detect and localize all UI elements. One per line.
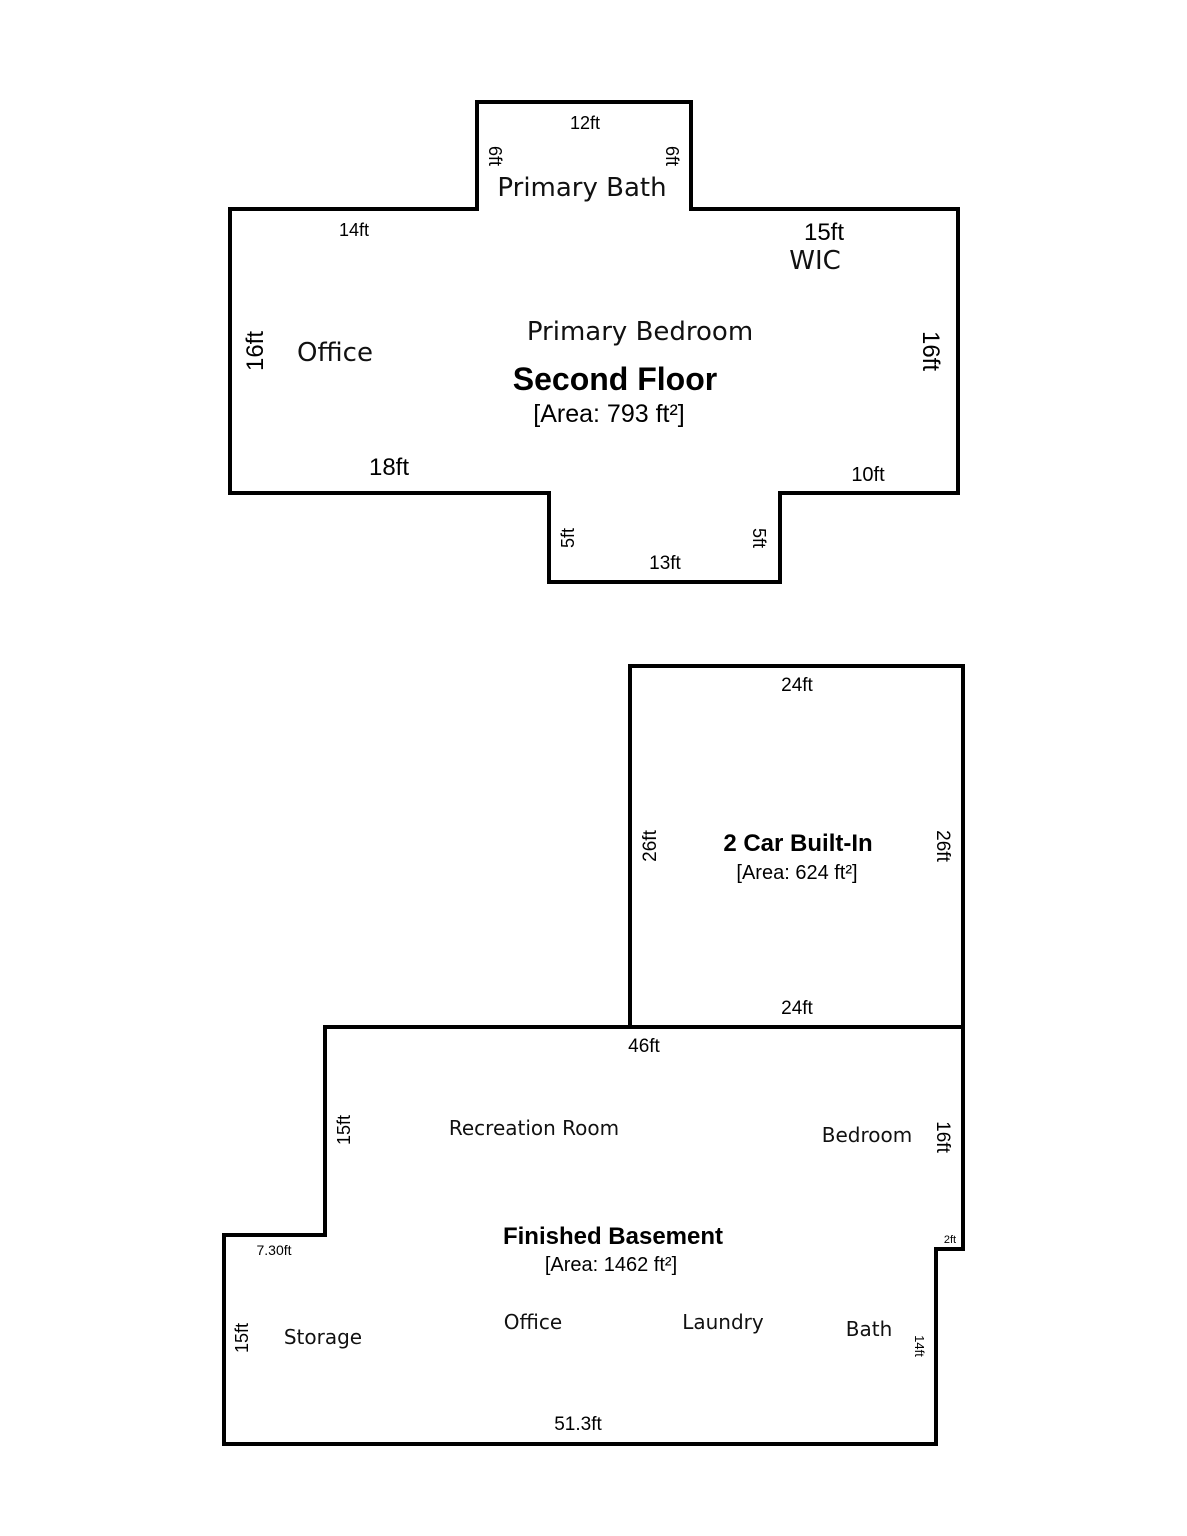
room-primary-bath: Primary Bath (497, 173, 666, 203)
second-floor-title: Second Floor (513, 361, 717, 397)
dim-top-left: 14ft (339, 220, 369, 240)
basement-dim-step: 7.30ft (256, 1242, 291, 1258)
garage-title: 2 Car Built-In (723, 830, 872, 857)
basement-plan: 46ft 15ft Recreation Room Bedroom 16ft F… (222, 1025, 965, 1446)
basement-dim-notch: 2ft (944, 1234, 956, 1246)
dim-bath-top: 12ft (570, 113, 600, 133)
room-primary-bedroom: Primary Bedroom (527, 317, 753, 347)
room-recreation: Recreation Room (449, 1116, 619, 1140)
room-bedroom: Bedroom (822, 1123, 912, 1147)
basement-dim-left-upper: 15ft (334, 1115, 354, 1145)
garage-dim-right: 26ft (932, 830, 953, 862)
basement-dim-top: 46ft (628, 1036, 660, 1057)
room-storage: Storage (284, 1325, 362, 1349)
second-floor-plan: 12ft 6ft 6ft Primary Bath 14ft 15ft WIC … (228, 100, 960, 584)
dim-top-right: 15ft (804, 219, 844, 246)
basement-dim-left-lower: 15ft (232, 1323, 252, 1353)
room-laundry: Laundry (682, 1310, 764, 1334)
dim-left: 16ft (242, 331, 269, 371)
dim-bottom-left: 18ft (369, 454, 409, 481)
room-wic: WIC (789, 246, 841, 276)
room-office-lower: Office (504, 1310, 562, 1334)
dim-bump-left: 5ft (558, 528, 578, 548)
room-bath: Bath (846, 1317, 893, 1341)
garage-dim-top: 24ft (781, 675, 813, 696)
garage-dim-left: 26ft (640, 829, 661, 861)
room-office-upper: Office (297, 338, 373, 368)
garage-plan: 24ft 26ft 26ft 2 Car Built-In [Area: 624… (628, 664, 965, 1029)
basement-outline (222, 1025, 965, 1446)
basement-title: Finished Basement (503, 1223, 723, 1250)
dim-bump-right: 5ft (749, 528, 769, 548)
basement-area: [Area: 1462 ft²] (545, 1254, 677, 1276)
basement-dim-right-upper: 16ft (932, 1121, 953, 1153)
dim-bottom-right: 10ft (851, 464, 885, 486)
second-floor-outline (228, 100, 960, 584)
dim-right: 16ft (917, 331, 944, 371)
basement-dim-bottom: 51.3ft (554, 1414, 602, 1435)
garage-dim-bottom: 24ft (781, 998, 813, 1019)
dim-bath-left: 6ft (485, 146, 505, 166)
basement-dim-right-lower: 14ft (912, 1335, 927, 1357)
dim-bump-bottom: 13ft (649, 553, 681, 574)
garage-area: [Area: 624 ft²] (736, 862, 857, 884)
dim-bath-right: 6ft (662, 146, 682, 166)
second-floor-area: [Area: 793 ft²] (533, 400, 684, 428)
